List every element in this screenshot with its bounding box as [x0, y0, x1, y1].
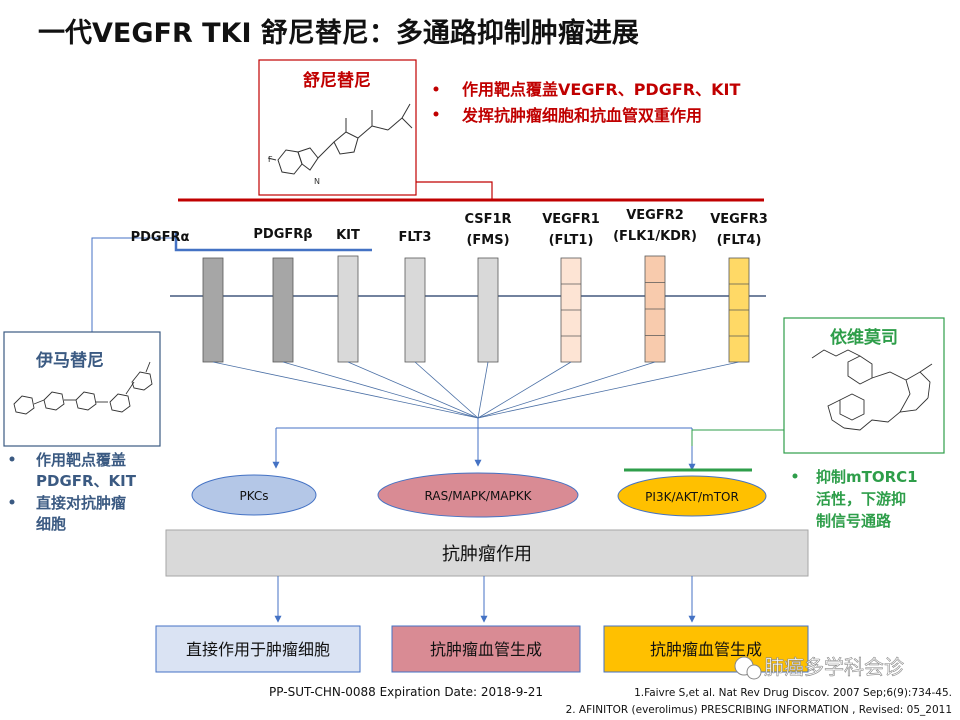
imatinib-bullet-line: PDGFR、KIT	[36, 472, 137, 490]
everolimus-bullet-line: 活性，下游抑	[816, 490, 906, 508]
bullet-dot	[9, 456, 15, 462]
everolimus-bullet-line: 抑制mTORC1	[816, 468, 918, 486]
footer-code: PP-SUT-CHN-0088 Expiration Date: 2018-9-…	[269, 685, 543, 699]
bullet-dot	[9, 499, 15, 505]
receptor-label: (FLK1/KDR)	[613, 229, 697, 244]
everolimus-structure	[811, 349, 933, 431]
receptor-label: FLT3	[399, 230, 432, 245]
structure-atom-f: F	[268, 155, 273, 164]
pathway-pi3k-akt-mtor	[617, 475, 767, 517]
sunitinib-bullet-2: 发挥抗肿瘤细胞和抗血管双重作用	[461, 106, 702, 125]
antitumor-effect-label: 抗肿瘤作用	[442, 544, 532, 565]
outcome-direct-tumor	[155, 625, 361, 673]
watermark-text: 肺癌多学科会诊	[764, 655, 904, 679]
signal-converge-line	[347, 361, 479, 419]
pathway-ras-mapk	[377, 472, 579, 518]
sunitinib-connector	[416, 181, 493, 200]
sunitinib-name: 舒尼替尼	[303, 70, 371, 91]
structure-atom-nh: N	[314, 177, 320, 186]
wechat-watermark: 肺癌多学科会诊	[734, 655, 904, 680]
imatinib-bullet-2: 直接对抗肿瘤 细胞	[36, 494, 131, 533]
outcome-antiangiogenesis-2-label: 抗肿瘤血管生成	[650, 640, 762, 659]
receptor-bar	[272, 257, 294, 363]
receptor-label: (FLT1)	[549, 233, 594, 248]
receptor-label: VEGFR3	[710, 212, 768, 227]
receptor-label: (FMS)	[466, 233, 509, 248]
outcome-direct-tumor-label: 直接作用于肿瘤细胞	[186, 640, 330, 659]
everolimus-bullet-line: 制信号通路	[816, 512, 892, 530]
signal-converge-line	[477, 361, 572, 419]
wechat-icon-small	[746, 664, 762, 680]
outcome-antiangiogenesis-1-label: 抗肿瘤血管生成	[430, 640, 542, 659]
pathway-ras-mapk-label: RAS/MAPK/MAPKK	[425, 489, 533, 503]
imatinib-bullet-line: 细胞	[36, 515, 66, 533]
signal-converge-line	[282, 361, 479, 419]
receptor-label: VEGFR2	[626, 208, 684, 223]
signal-converge-line	[477, 361, 489, 419]
receptor-bar	[477, 257, 499, 363]
signal-converge-line	[477, 361, 740, 419]
bullet-dot	[792, 473, 798, 479]
bullet-dot	[433, 86, 439, 92]
receptor-bar	[404, 257, 426, 363]
receptor-bar	[337, 255, 359, 363]
imatinib-name: 伊马替尼	[35, 350, 104, 371]
signal-converge-line	[477, 361, 656, 419]
reference-2: 2. AFINITOR (everolimus) PRESCRIBING INF…	[566, 704, 952, 716]
pathway-pi3k-akt-mtor-label: PI3K/AKT/mTOR	[645, 490, 739, 504]
antitumor-effect-bar	[165, 529, 809, 577]
receptor-bar	[202, 257, 224, 363]
signal-converge-line	[212, 361, 479, 419]
imatinib-inhibition-line	[174, 232, 372, 252]
pathway-pkcs-label: PKCs	[239, 489, 268, 503]
everolimus-box	[783, 317, 945, 454]
bullet-dot	[433, 111, 439, 117]
everolimus-name: 依维莫司	[830, 327, 898, 348]
sunitinib-structure	[267, 103, 413, 175]
receptor-label: KIT	[336, 228, 360, 243]
imatinib-structure	[13, 361, 153, 415]
imatinib-box	[3, 331, 161, 447]
imatinib-connector	[91, 237, 176, 332]
receptor-label: CSF1R	[464, 212, 511, 227]
everolimus-bullet-1: 抑制mTORC1 活性，下游抑 制信号通路	[816, 468, 923, 530]
reference-1: 1.Faivre S,et al. Nat Rev Drug Discov. 2…	[634, 687, 952, 699]
signal-converge-line	[414, 361, 479, 419]
outcome-antiangiogenesis-2	[603, 625, 809, 673]
imatinib-bullet-line: 作用靶点覆盖	[36, 451, 126, 469]
pathway-pkcs	[191, 474, 317, 516]
receptor-label: VEGFR1	[542, 212, 600, 227]
receptor-label: PDGFRβ	[253, 227, 312, 242]
imatinib-bullet-line: 直接对抗肿瘤	[36, 494, 126, 512]
imatinib-bullet-1: 作用靶点覆盖 PDGFR、KIT	[36, 451, 137, 490]
page-title: 一代VEGFR TKI 舒尼替尼：多通路抑制肿瘤进展	[38, 17, 639, 49]
sunitinib-bullet-1: 作用靶点覆盖VEGFR、PDGFR、KIT	[462, 80, 740, 99]
receptor-label: (FLT4)	[717, 233, 762, 248]
receptor-label: PDGFRα	[131, 230, 190, 245]
outcome-antiangiogenesis-1	[391, 625, 581, 673]
